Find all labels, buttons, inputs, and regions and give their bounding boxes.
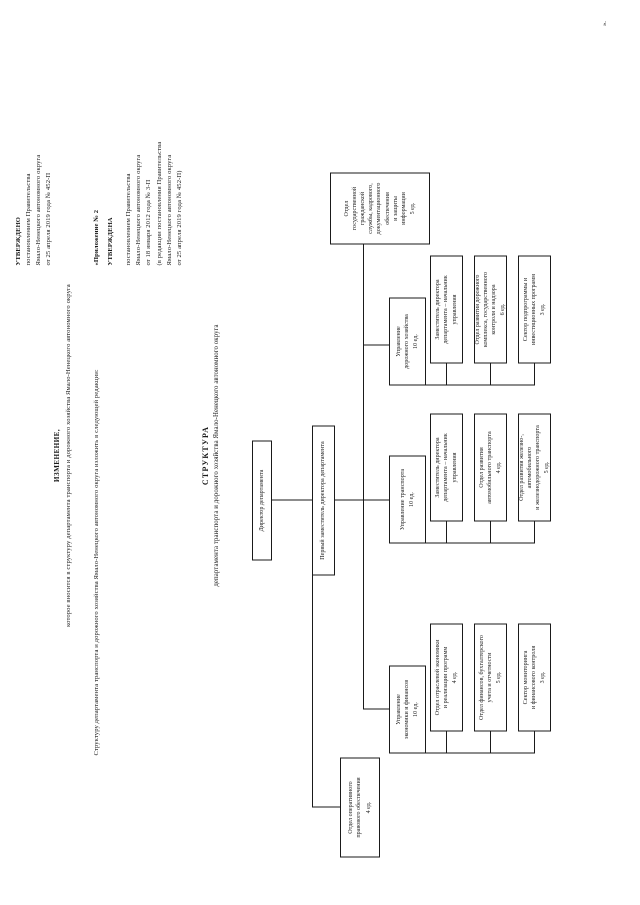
node-count: 3 ед. — [540, 303, 547, 315]
node-label: Первый заместитель директора департамент… — [320, 440, 327, 560]
node-count: 5 ед. — [544, 461, 551, 473]
link-transport-c1 — [446, 521, 447, 543]
node-director[interactable]: Директор департамента — [252, 440, 272, 560]
node-count: 4 ед. — [365, 801, 372, 813]
link-econ-c1 — [446, 731, 447, 753]
link-econ-spine — [426, 752, 534, 753]
node-road-deputy[interactable]: Заместитель директора департамента – нач… — [430, 255, 463, 363]
node-econ-accounting[interactable]: Отдел финансов, бухгалтерского учета и о… — [474, 623, 507, 731]
node-econ-monitoring[interactable]: Сектор мониторинга и финансового контрол… — [518, 623, 551, 731]
node-count: 10 ед. — [409, 491, 415, 507]
node-transport-air[interactable]: Отдел развития железно-, автомобильного … — [518, 413, 551, 521]
link-transport-c2 — [490, 521, 491, 543]
link-road-spine — [426, 384, 534, 385]
node-econ-branch[interactable]: Отдел отраслевой экономики и реализации … — [430, 623, 463, 731]
link-transport-spine — [426, 542, 534, 543]
node-transport[interactable]: Управление транспорта 10 ед. — [389, 455, 426, 543]
node-label: Отдел отраслевой экономики и реализации … — [434, 639, 449, 715]
node-label: Сектор подпрограммы и инвестиционных про… — [522, 273, 537, 345]
node-label: Сектор мониторинга и финансового контрол… — [522, 645, 537, 709]
node-count: 4 ед. — [452, 671, 459, 683]
approved-tag: УТВЕРЖДЕНО — [15, 216, 22, 265]
structure-subtitle: департамента транспорта и дорожного хозя… — [213, 323, 220, 587]
annex-approved-tag: УТВЕРЖДЕНА — [107, 216, 114, 265]
annex-tag: «Приложение № 2 — [93, 209, 100, 265]
node-count: 3 ед. — [540, 671, 547, 683]
node-transport-dev[interactable]: Отдел развития автомобильного транспорта… — [474, 413, 507, 521]
link-road-c2 — [490, 363, 491, 385]
node-count: 4 ед. — [496, 461, 503, 473]
link-transport-c3 — [534, 521, 535, 543]
node-label: Отдел государственной гражданской службы… — [343, 182, 408, 234]
node-label: Отдел финансов, бухгалтерского учета и о… — [478, 634, 493, 720]
node-label: Отдел развития дорожного комплекса, госу… — [474, 271, 497, 347]
node-legal[interactable]: Отдел оперативного правового обеспечения… — [340, 757, 380, 857]
change-subtitle: которое вносится в структуру департамент… — [65, 283, 72, 627]
node-label: Заместитель директора департамента – нач… — [435, 274, 458, 344]
node-road-control[interactable]: Отдел развития дорожного комплекса, госу… — [474, 255, 507, 363]
node-count: 5 ед. — [496, 671, 503, 683]
node-label: Заместитель директора департамента – нач… — [435, 432, 458, 502]
node-label: Управление дорожного хозяйства — [395, 313, 410, 369]
annex-approved-by: постановлением Правительства Ямало-Ненец… — [125, 141, 184, 265]
structure-title: СТРУКТУРА — [201, 425, 210, 485]
link-to-econ — [363, 708, 389, 709]
change-title: ИЗМЕНЕНИЕ, — [53, 428, 61, 482]
node-first-deputy[interactable]: Первый заместитель директора департамент… — [312, 425, 335, 575]
node-label: Отдел развития автомобильного транспорта — [478, 430, 493, 504]
node-label: Директор департамента — [258, 469, 265, 531]
node-count: 10 ед. — [413, 333, 420, 349]
node-road[interactable]: Управление дорожного хозяйства 10 ед. — [389, 297, 426, 385]
node-label: Управление экономики и финансов — [395, 679, 410, 739]
link-econ-c3 — [534, 731, 535, 753]
link-road-c1 — [446, 363, 447, 385]
node-road-invest[interactable]: Сектор подпрограммы и инвестиционных про… — [518, 255, 551, 363]
link-to-legal — [312, 806, 340, 807]
link-road-c3 — [534, 363, 535, 385]
node-count: 10 ед. — [413, 701, 420, 717]
node-civil-service[interactable]: Отдел государственной гражданской службы… — [330, 172, 430, 244]
org-chart: Директор департамента Первый заместитель… — [250, 0, 630, 905]
approved-by-text: постановлением Правительства Ямало-Ненец… — [25, 154, 53, 265]
link-main-bus — [363, 244, 364, 709]
link-to-transport — [363, 499, 389, 500]
node-label: Отдел развития железно-, автомобильного … — [518, 424, 541, 510]
link-econ-c2 — [490, 731, 491, 753]
node-label: Управление транспорта — [399, 468, 406, 530]
node-econ[interactable]: Управление экономики и финансов 10 ед. — [389, 665, 426, 753]
link-to-road — [363, 344, 389, 345]
node-count: 6 ед. — [500, 303, 507, 315]
node-transport-deputy[interactable]: Заместитель директора департамента – нач… — [430, 413, 463, 521]
node-label: Отдел оперативного правового обеспечения — [348, 776, 363, 838]
link-director-down — [272, 499, 312, 500]
link-firstdeputy-down — [335, 499, 363, 500]
node-count: 5 ед. — [410, 202, 417, 214]
